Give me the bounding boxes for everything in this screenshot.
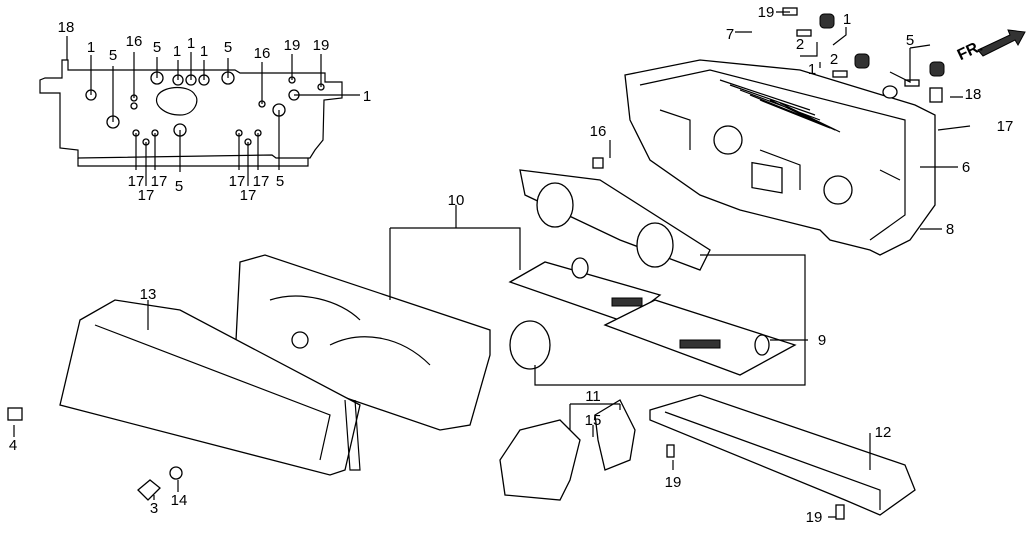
callout-label: 13 [140,286,157,303]
callout-label: 5 [175,178,183,195]
callout-label: 6 [962,159,970,176]
circuit-boards [508,257,797,376]
callout-label: 17 [128,173,145,190]
callout-label: 17 [253,173,270,190]
callout-label: 10 [448,192,465,209]
callout-label: 1 [843,11,851,28]
callout-label: 19 [284,37,301,54]
callout-label: 2 [830,51,838,68]
callout-label: 8 [946,221,954,238]
callout-label: 17 [151,173,168,190]
callout-label: 18 [58,19,75,36]
callout-label: 1 [363,88,371,105]
callout-label: 5 [224,39,232,56]
callout-label: 17 [240,187,257,204]
callout-label: 1 [187,35,195,52]
part-14 [169,466,183,480]
front-direction-label: FR. [955,38,986,64]
screw-19a [666,444,675,458]
callout-label: 2 [796,36,804,53]
screw-19b [835,504,845,520]
callout-label: 17 [229,173,246,190]
gauge-assembly [519,169,711,271]
callout-label: 19 [313,37,330,54]
callout-label: 17 [997,118,1014,135]
callout-label: 1 [87,39,95,56]
callout-label: 11 [585,388,601,405]
callout-label: 16 [254,45,271,62]
callout-label: 14 [171,492,188,509]
callout-label: 16 [126,33,143,50]
callout-label: 1 [173,43,181,60]
callout-label: 1 [200,43,208,60]
lower-cover [649,394,916,516]
callout-label: 12 [875,424,892,441]
callout-label: 5 [153,39,161,56]
panel-hole [130,102,138,110]
callout-label: 19 [806,509,823,526]
callout-label: 16 [590,123,607,140]
callout-label: 7 [726,26,734,43]
callout-label: 5 [276,173,284,190]
callout-label: 18 [965,86,982,103]
switch-assembly [499,399,636,501]
callout-label: 19 [665,474,682,491]
callout-label: 19 [758,4,775,21]
callout-label: 9 [818,332,826,349]
callout-label: 5 [109,47,117,64]
callout-label: 17 [138,187,155,204]
callout-label: 4 [9,437,17,454]
meter-lens [59,299,361,476]
callout-label: 15 [585,412,602,429]
meter-case [624,59,936,256]
callout-label: 5 [906,32,914,49]
part-4 [7,407,23,421]
callout-label: 1 [808,61,816,78]
leader-lines [13,11,963,518]
callout-label: 3 [150,500,158,517]
part-3 [137,479,161,501]
